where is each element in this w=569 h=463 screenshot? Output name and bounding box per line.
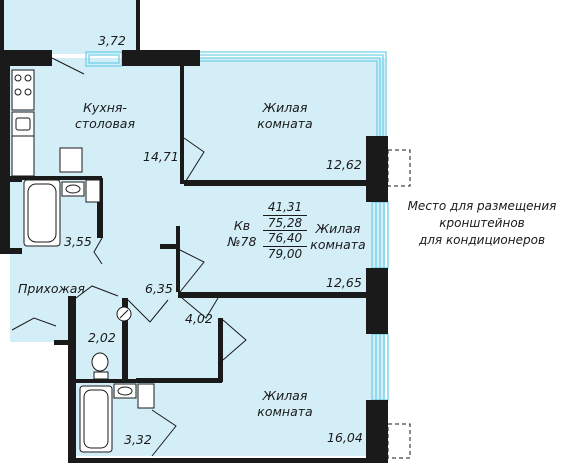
living-bottom-name-line2: комната xyxy=(257,403,313,419)
apartment-area-2: 75,28 xyxy=(263,216,307,231)
kitchen-area: 14,71 xyxy=(143,149,179,164)
ac-note-line2: кронштейнов xyxy=(439,216,525,230)
kitchen-name-line1: Кухня- xyxy=(83,100,127,115)
balcony-fill xyxy=(4,0,136,54)
apartment-area-3: 76,40 xyxy=(263,231,307,247)
living-bottom-name-line1: Жилая xyxy=(262,388,308,403)
apartment-areas-list: 41,31 75,28 76,40 79,00 xyxy=(263,200,307,261)
toilet-icon xyxy=(91,352,109,372)
living-middle-label: Жилая комната xyxy=(300,221,376,252)
living-top-area: 12,62 xyxy=(326,157,362,172)
living-bottom-label: Жилая комната xyxy=(240,388,330,419)
apartment-area-4: 79,00 xyxy=(267,246,303,261)
balcony-area: 3,72 xyxy=(98,33,126,48)
fixtures xyxy=(11,69,155,453)
bathroom-main-area: 3,55 xyxy=(64,234,92,249)
living-middle-name-line1: Жилая xyxy=(315,221,361,236)
apartment-area-1: 41,31 xyxy=(263,200,307,216)
ac-note-line1: Место для размещения xyxy=(407,199,557,213)
living-bottom-area: 16,04 xyxy=(327,430,363,445)
living-top-name-line2: комната xyxy=(257,115,313,131)
toilet-area: 2,02 xyxy=(88,330,116,345)
doors xyxy=(11,57,247,457)
hallway-area: 6,35 xyxy=(145,281,173,296)
fridge-icon xyxy=(59,147,83,173)
room-fills xyxy=(4,0,385,456)
living-top-name-line1: Жилая xyxy=(262,100,308,115)
corridor-area: 4,02 xyxy=(185,311,213,326)
kitchen-name-line2: столовая xyxy=(75,115,135,131)
bathroom-small-area: 3,32 xyxy=(124,432,152,447)
hallway-label: Прихожая xyxy=(18,281,85,296)
ac-note: Место для размещения кронштейнов для кон… xyxy=(397,198,567,249)
ac-zones xyxy=(387,149,411,459)
living-middle-name-line2: комната xyxy=(310,236,366,252)
apartment-label-line2: №78 xyxy=(227,233,257,249)
living-top-label: Жилая комната xyxy=(240,100,330,131)
walls xyxy=(0,0,388,463)
kitchen-label: Кухня- столовая xyxy=(60,100,150,131)
living-middle-area: 12,65 xyxy=(326,275,362,290)
apartment-label: Кв №78 xyxy=(224,218,260,249)
apartment-label-line1: Кв xyxy=(233,218,251,233)
ac-note-line3: для кондиционеров xyxy=(418,233,546,247)
